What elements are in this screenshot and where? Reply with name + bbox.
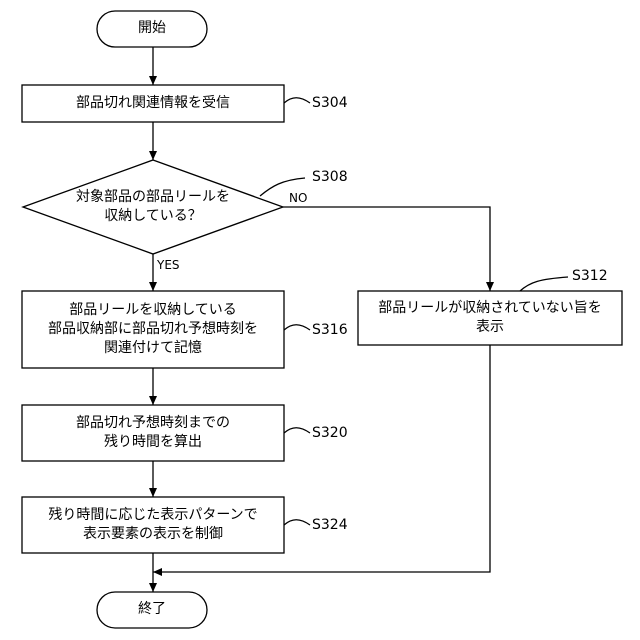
s316-label-line1: 部品リールを収納している xyxy=(22,301,284,320)
s304-label: 部品切れ関連情報を受信 xyxy=(22,94,284,113)
s320-label-line2: 残り時間を算出 xyxy=(22,433,284,452)
s308-step-id: S308 xyxy=(312,169,348,185)
s316-label-line2: 部品収納部に部品切れ予想時刻を xyxy=(22,320,284,339)
no-label: NO xyxy=(289,191,307,205)
start-label: 開始 xyxy=(97,19,207,38)
s324-label-line2: 表示要素の表示を制御 xyxy=(22,525,284,544)
s316-label-line3: 関連付けて記憶 xyxy=(22,339,284,358)
s324-label-line1: 残り時間に応じた表示パターンで xyxy=(22,506,284,525)
s316-label: 部品リールを収納している 部品収納部に部品切れ予想時刻を 関連付けて記憶 xyxy=(22,301,284,358)
s312-step-id: S312 xyxy=(572,268,608,284)
leader-s324 xyxy=(284,520,310,525)
end-label: 終了 xyxy=(97,600,207,619)
leader-s316 xyxy=(284,325,310,330)
s320-step-id: S320 xyxy=(312,425,348,441)
s320-label-line1: 部品切れ予想時刻までの xyxy=(22,414,284,433)
s304-step-id: S304 xyxy=(312,95,348,111)
arrow-s308-s312 xyxy=(283,207,490,291)
s312-label-line2: 表示 xyxy=(358,318,622,337)
yes-label: YES xyxy=(157,258,180,272)
s324-label: 残り時間に応じた表示パターンで 表示要素の表示を制御 xyxy=(22,506,284,544)
s308-label-line1: 対象部品の部品リールを xyxy=(23,188,283,207)
leader-s304 xyxy=(284,98,310,103)
s320-label: 部品切れ予想時刻までの 残り時間を算出 xyxy=(22,414,284,452)
s308-label-line2: 収納している？ xyxy=(23,207,283,226)
s312-label-line1: 部品リールが収納されていない旨を xyxy=(358,299,622,318)
leader-s312 xyxy=(520,277,568,291)
s316-step-id: S316 xyxy=(312,322,348,338)
leader-s320 xyxy=(284,428,310,433)
s324-step-id: S324 xyxy=(312,517,348,533)
s308-label: 対象部品の部品リールを 収納している？ xyxy=(23,188,283,226)
s312-label: 部品リールが収納されていない旨を 表示 xyxy=(358,299,622,337)
